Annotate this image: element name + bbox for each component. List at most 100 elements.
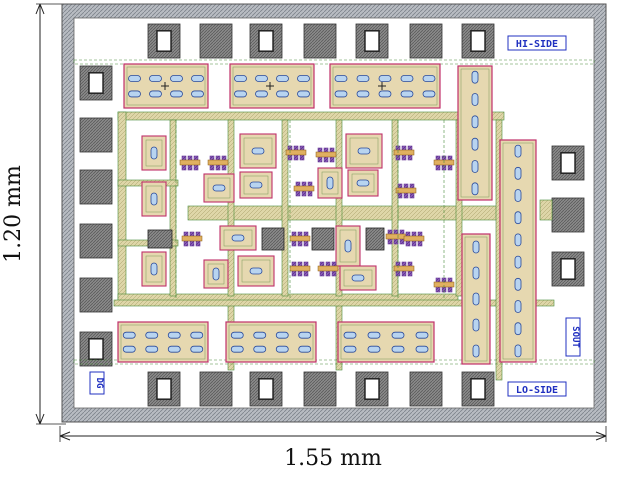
contact-oval: [514, 344, 522, 358]
sout-label: SOUT: [570, 326, 580, 348]
bond-pad: [355, 371, 389, 407]
gate-contact: [393, 265, 415, 272]
small-transistor: [345, 133, 383, 169]
small-transistor: [219, 225, 257, 251]
bond-pad: [79, 117, 113, 153]
contact-oval: [255, 75, 268, 82]
contact-oval: [170, 75, 183, 82]
small-transistor: [239, 133, 277, 169]
contact-oval: [230, 331, 244, 339]
small-transistor: [141, 251, 167, 287]
metal-trace: [539, 199, 553, 221]
small-transistor: [347, 169, 379, 197]
contact-oval: [298, 345, 312, 353]
bond-pad: [355, 23, 389, 59]
small-transistor: [317, 167, 343, 199]
contact-oval: [367, 331, 381, 339]
lo-side-label-box: LO-SIDE: [507, 381, 567, 397]
contact-oval: [415, 331, 429, 339]
bond-pad: [79, 169, 113, 205]
contact-oval: [471, 137, 479, 151]
gate-contact: [403, 235, 425, 242]
bond-pad: [461, 371, 495, 407]
small-transistor: [141, 135, 167, 171]
gate-contact: [315, 151, 337, 158]
contact-oval: [251, 147, 265, 155]
bond-pad: [79, 331, 113, 367]
gate-contact: [385, 233, 407, 240]
contact-oval: [514, 233, 522, 247]
contact-oval: [249, 267, 263, 275]
contact-oval: [472, 344, 480, 358]
contact-oval: [128, 75, 141, 82]
small-transistor: [203, 259, 229, 289]
bond-pad: [409, 23, 443, 59]
contact-oval: [367, 345, 381, 353]
contact-oval: [249, 181, 263, 189]
contact-oval: [472, 292, 480, 306]
gate-contact: [285, 149, 307, 156]
contact-oval: [145, 345, 159, 353]
bond-pad: [79, 65, 113, 101]
contact-oval: [191, 90, 204, 98]
bond-pad: [199, 371, 233, 407]
contact-oval: [378, 75, 392, 82]
contact-oval: [514, 211, 522, 225]
contact-oval: [253, 345, 267, 353]
gate-contact: [207, 159, 229, 166]
gate-contact: [317, 265, 339, 272]
metal-trace: [113, 299, 555, 307]
contact-oval: [234, 90, 247, 98]
bond-pads: [79, 23, 585, 407]
contact-oval: [378, 90, 392, 98]
contact-oval: [343, 331, 357, 339]
gate-contact: [395, 187, 417, 194]
contact-oval: [391, 345, 405, 353]
contact-oval: [357, 147, 371, 155]
contact-oval: [212, 184, 226, 192]
hi-side-label: HI-SIDE: [516, 39, 558, 50]
transistor: [499, 139, 537, 363]
gate-contact: [179, 159, 201, 166]
contact-oval: [400, 75, 414, 82]
contact-oval: [351, 274, 365, 282]
contact-oval: [255, 90, 268, 98]
bond-pad: [303, 371, 337, 407]
contact-oval: [514, 144, 522, 158]
transistor-devices: [117, 63, 537, 365]
contact-oval: [514, 322, 522, 336]
contact-oval: [471, 182, 479, 196]
contact-oval: [149, 90, 162, 98]
metal-trace: [335, 119, 343, 297]
contact-oval: [298, 331, 312, 339]
contact-oval: [356, 75, 370, 82]
contact-oval: [472, 240, 480, 254]
contact-oval: [150, 192, 158, 206]
small-transistor: [335, 225, 361, 267]
contact-oval: [472, 318, 480, 332]
metal-trace: [169, 119, 177, 297]
contact-oval: [275, 345, 289, 353]
dg-label-box: DG: [89, 371, 105, 395]
via-block: [365, 227, 385, 251]
small-transistor: [239, 171, 273, 199]
small-transistor: [339, 265, 377, 291]
contact-oval: [150, 262, 158, 276]
bond-pad: [551, 145, 585, 181]
contact-oval: [356, 179, 370, 187]
lo-side-label: LO-SIDE: [516, 385, 558, 396]
gate-contact: [181, 235, 203, 242]
contact-oval: [167, 331, 181, 339]
contact-oval: [422, 75, 436, 82]
dg-label: DG: [94, 378, 104, 389]
contact-oval: [514, 189, 522, 202]
bond-pad: [303, 23, 337, 59]
transistor: [225, 321, 317, 363]
bond-pad: [79, 277, 113, 313]
height-label: 1.20 mm: [1, 165, 26, 263]
via-block: [311, 227, 335, 251]
contact-oval: [191, 75, 204, 82]
contact-oval: [145, 331, 159, 339]
